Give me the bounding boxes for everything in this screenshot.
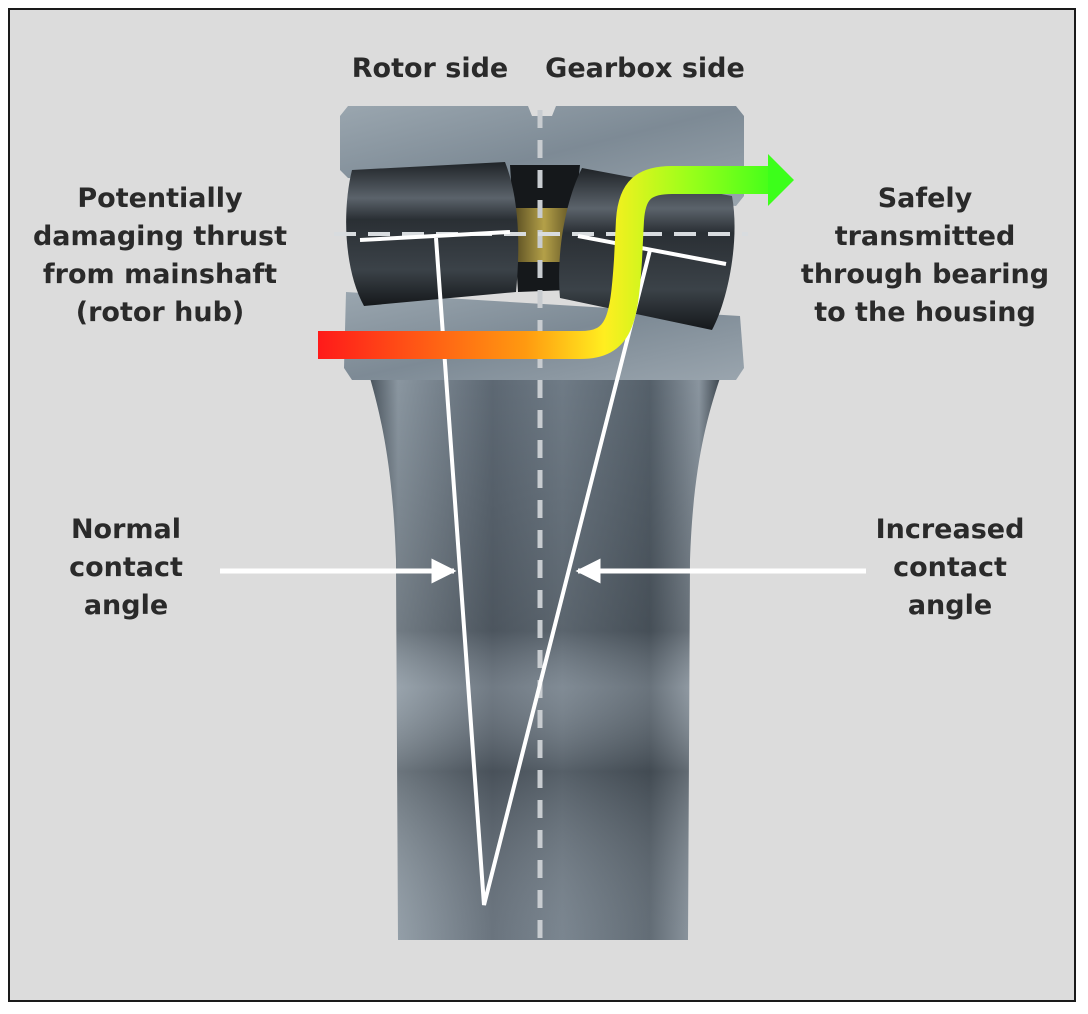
transmitted-label-line: transmitted <box>834 221 1016 252</box>
thrust-label-line: damaging thrust <box>32 221 288 252</box>
thrust-label-line: Potentially <box>77 183 243 214</box>
thrust-label-line: (rotor hub) <box>75 297 245 328</box>
thrust-arrowhead <box>768 154 794 206</box>
contact-angle-lines <box>434 237 652 906</box>
transmitted-label-line: to the housing <box>814 297 1036 328</box>
rotor-side-label: Rotor side <box>351 53 509 84</box>
normal-angle-label-line: Normal <box>70 514 182 545</box>
normal-angle-label-line: angle <box>83 590 169 621</box>
thrust-path <box>318 166 770 359</box>
thrust-label-line: from mainshaft <box>42 259 278 290</box>
increased-angle-label-line: Increased <box>875 514 1025 545</box>
normal-contact-line-top <box>359 230 511 242</box>
increased-contact-line-top <box>577 234 727 266</box>
normal-angle-label: Normal contact angle <box>46 511 206 625</box>
increased-angle-label-line: contact <box>893 552 1007 583</box>
transmitted-label-line: through bearing <box>800 259 1050 290</box>
rotor-side-roller <box>346 162 519 306</box>
thrust-label: Potentially damaging thrust from mainsha… <box>20 180 300 332</box>
transmitted-label: Safely transmitted through bearing to th… <box>790 180 1060 332</box>
normal-angle-label-line: contact <box>69 552 183 583</box>
increased-angle-label: Increased contact angle <box>860 511 1040 625</box>
gearbox-side-label: Gearbox side <box>545 53 745 84</box>
transmitted-label-line: Safely <box>877 183 973 214</box>
increased-angle-label-line: angle <box>907 590 993 621</box>
